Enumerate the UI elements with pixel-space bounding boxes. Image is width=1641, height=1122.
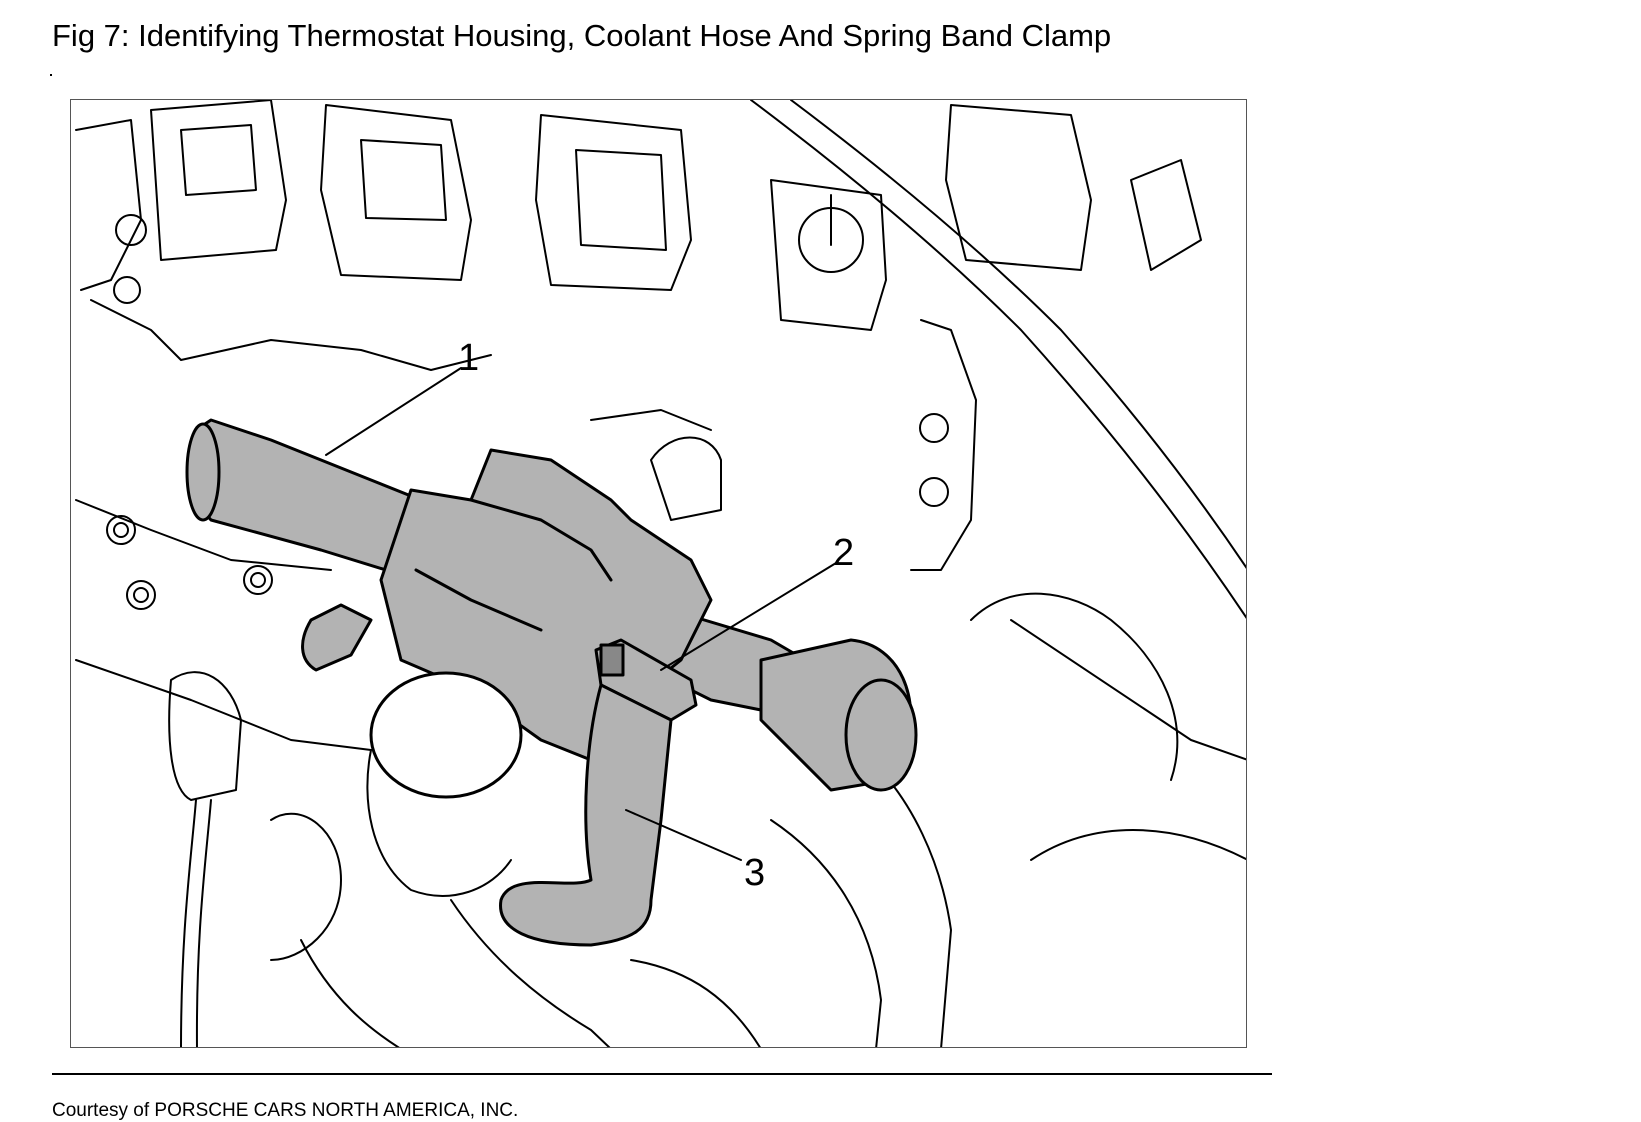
spring-band-clamp bbox=[594, 638, 698, 722]
engine-illustration: 1 2 3 bbox=[75, 100, 1246, 1047]
coolant-hose bbox=[499, 683, 673, 947]
image-credit: Courtesy of PORSCHE CARS NORTH AMERICA, … bbox=[52, 1100, 519, 1121]
callout-3: 3 bbox=[744, 852, 765, 894]
illustration-frame: 1 2 3 bbox=[70, 99, 1247, 1048]
engine-block-linework bbox=[75, 100, 1246, 1047]
callout-2: 2 bbox=[833, 532, 854, 574]
figure-title: Fig 7: Identifying Thermostat Housing, C… bbox=[52, 18, 1112, 53]
callout-leaders bbox=[325, 367, 837, 861]
callout-1: 1 bbox=[458, 337, 479, 379]
thermostat-cap bbox=[366, 671, 523, 897]
stray-mark bbox=[50, 74, 52, 76]
footer-rule bbox=[52, 1073, 1272, 1075]
